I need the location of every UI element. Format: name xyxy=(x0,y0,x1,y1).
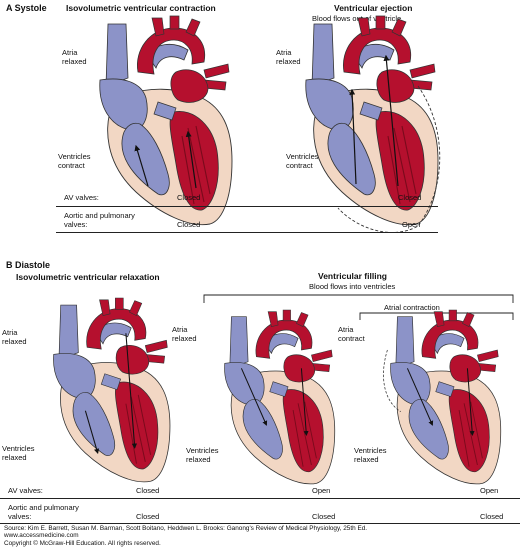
label-atria-relaxed-b2: Atria relaxed xyxy=(172,325,197,343)
panel-subtitle-blood-in: Blood flows into ventricles xyxy=(309,282,396,291)
av-state-b1: Closed xyxy=(136,486,160,495)
label-atria-relaxed-b1: Atria relaxed xyxy=(2,328,27,346)
section-heading-systole: A Systole xyxy=(6,3,47,13)
row-label-av-valves-b: AV valves: xyxy=(8,486,43,495)
label-atrial-contraction: Atrial contraction xyxy=(384,303,440,312)
label-ventricles-contract-a1: Ventricles contract xyxy=(58,152,91,170)
label-ventricles-relaxed-b2: Ventricles relaxed xyxy=(186,446,219,464)
aortic-state-a1: Closed xyxy=(177,220,201,229)
av-state-a2: Closed xyxy=(398,193,422,202)
divider-a2 xyxy=(56,232,438,233)
source-copyright: Copyright © McGraw-Hill Education. All r… xyxy=(4,540,161,547)
heart-illustration-systole-ejection xyxy=(305,15,441,233)
section-heading-diastole: B Diastole xyxy=(6,260,51,270)
av-state-b3: Open xyxy=(480,486,499,495)
panel-title-ventricular-filling: Ventricular filling xyxy=(318,271,387,281)
heart-illustration-systole-contraction xyxy=(99,15,233,226)
row-label-aortic-valves-a: Aortic and pulmonary valves: xyxy=(64,211,135,229)
divider-a1 xyxy=(56,206,438,207)
aortic-state-a2: Open xyxy=(402,220,421,229)
row-label-av-valves-a: AV valves: xyxy=(64,193,99,202)
source-citation: Source: Kim E. Barrett, Susan M. Barman,… xyxy=(4,525,368,532)
source-url: www.accessmedicine.com xyxy=(4,532,79,539)
panel-subtitle-blood-out: Blood flows out of ventricle xyxy=(312,14,402,23)
heart-illustration-diastole-filling xyxy=(224,309,336,485)
label-atria-relaxed-a2: Atria relaxed xyxy=(276,48,301,66)
heart-illustration-diastole-atrial-contraction xyxy=(383,309,502,485)
heart-illustration-diastole-relaxation xyxy=(53,297,171,483)
aortic-state-b3: Closed xyxy=(480,512,504,521)
divider-b1 xyxy=(0,498,520,499)
label-atria-contract-b3: Atria contract xyxy=(338,325,365,343)
row-label-aortic-valves-b: Aortic and pulmonary valves: xyxy=(8,503,79,521)
av-state-b2: Open xyxy=(312,486,331,495)
panel-title-isovolumetric-relaxation: Isovolumetric ventricular relaxation xyxy=(16,272,160,282)
aortic-state-b1: Closed xyxy=(136,512,160,521)
label-ventricles-contract-a2: Ventricles contract xyxy=(286,152,319,170)
aortic-state-b2: Closed xyxy=(312,512,336,521)
label-atria-relaxed-a1: Atria relaxed xyxy=(62,48,87,66)
panel-title-isovolumetric-contraction: Isovolumetric ventricular contraction xyxy=(66,3,216,13)
av-state-a1: Closed xyxy=(177,193,201,202)
divider-b2 xyxy=(0,523,520,524)
label-ventricles-relaxed-b1: Ventricles relaxed xyxy=(2,444,35,462)
label-ventricles-relaxed-b3: Ventricles relaxed xyxy=(354,446,387,464)
panel-title-ventricular-ejection: Ventricular ejection xyxy=(334,3,413,13)
